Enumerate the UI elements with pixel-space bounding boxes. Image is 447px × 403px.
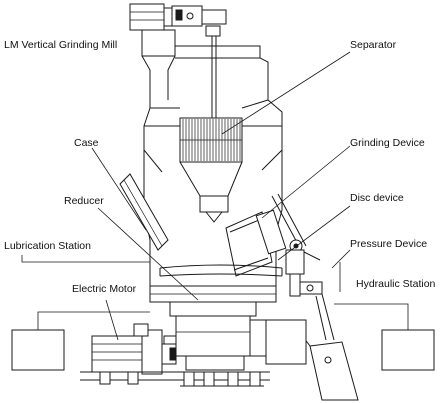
separator-housing	[141, 29, 283, 173]
separator-motor	[129, 3, 227, 37]
hydraulic-station-unit	[334, 303, 435, 371]
pressure-arm	[285, 239, 323, 297]
lubrication-station-unit	[11, 311, 150, 371]
label-reducer: Reducer	[64, 195, 104, 207]
grinding-roller	[225, 193, 307, 277]
separator-cone	[179, 161, 243, 223]
label-lubrication-station: Lubrication Station	[4, 240, 91, 252]
leader-lines	[21, 51, 351, 341]
hydraulic-cylinder	[265, 293, 359, 401]
electric-motor	[91, 323, 177, 375]
label-case: Case	[74, 137, 99, 149]
label-electric-motor: Electric Motor	[72, 283, 137, 295]
mill-case	[119, 150, 283, 286]
base-frame	[80, 371, 270, 387]
label-disc-device: Disc device	[350, 192, 404, 204]
label-grinding-device: Grinding Device	[350, 137, 425, 149]
reducer	[163, 301, 267, 371]
grinding-disc	[149, 264, 283, 303]
diagram-title: LM Vertical Grinding Mill	[4, 39, 118, 51]
label-pressure-device: Pressure Device	[350, 238, 428, 250]
label-separator: Separator	[350, 39, 397, 51]
separator-cage	[179, 117, 243, 163]
label-hydraulic-station: Hydraulic Station	[356, 278, 436, 290]
